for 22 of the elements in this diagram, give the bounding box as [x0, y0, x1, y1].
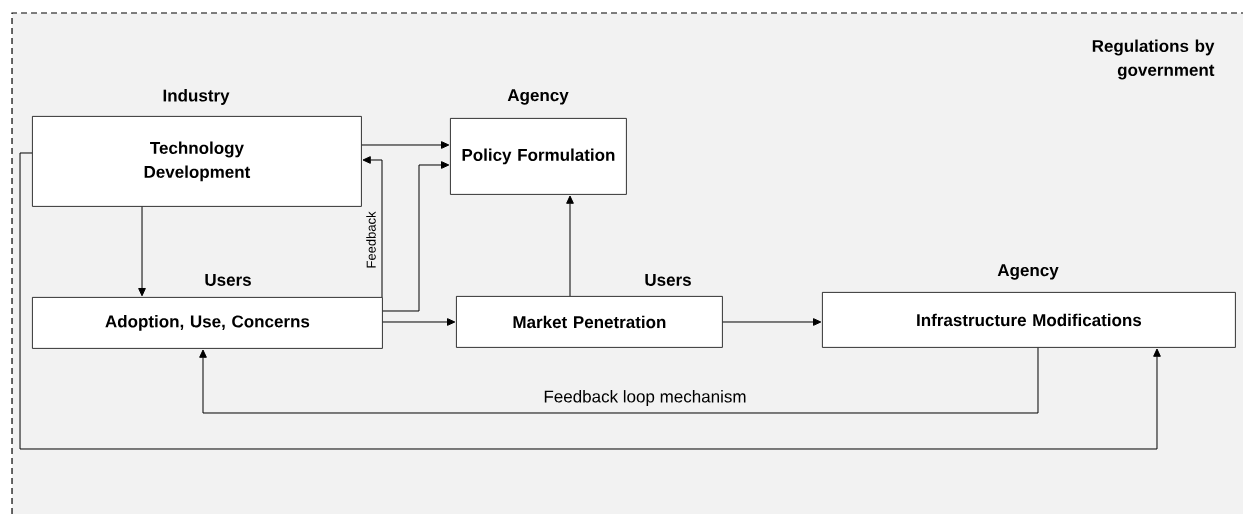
process-box: Infrastructure Modifications	[822, 292, 1236, 348]
box-heading: Agency	[997, 264, 1059, 280]
edge-label: Feedback loop mechanism	[542, 389, 748, 407]
box-heading: Users	[645, 274, 691, 286]
arrow	[361, 141, 450, 149]
box-heading: Agency	[507, 89, 569, 105]
arrow	[19, 152, 1161, 450]
box-heading: Users	[205, 274, 251, 286]
arrow	[382, 161, 450, 312]
arrow	[362, 156, 383, 298]
process-box: Market Penetration	[456, 296, 723, 348]
edge-label: Feedback	[365, 210, 377, 270]
arrow	[382, 318, 456, 326]
box-heading: Industry	[163, 89, 230, 105]
arrow	[138, 206, 146, 297]
process-box: Policy Formulation	[450, 118, 627, 195]
process-box: Technology Development	[32, 116, 362, 207]
arrow	[722, 318, 822, 326]
process-box: Adoption, Use, Concerns	[32, 297, 383, 349]
arrow	[199, 347, 1039, 414]
region-heading: Regulations by government	[1092, 39, 1215, 80]
arrow	[566, 195, 574, 297]
